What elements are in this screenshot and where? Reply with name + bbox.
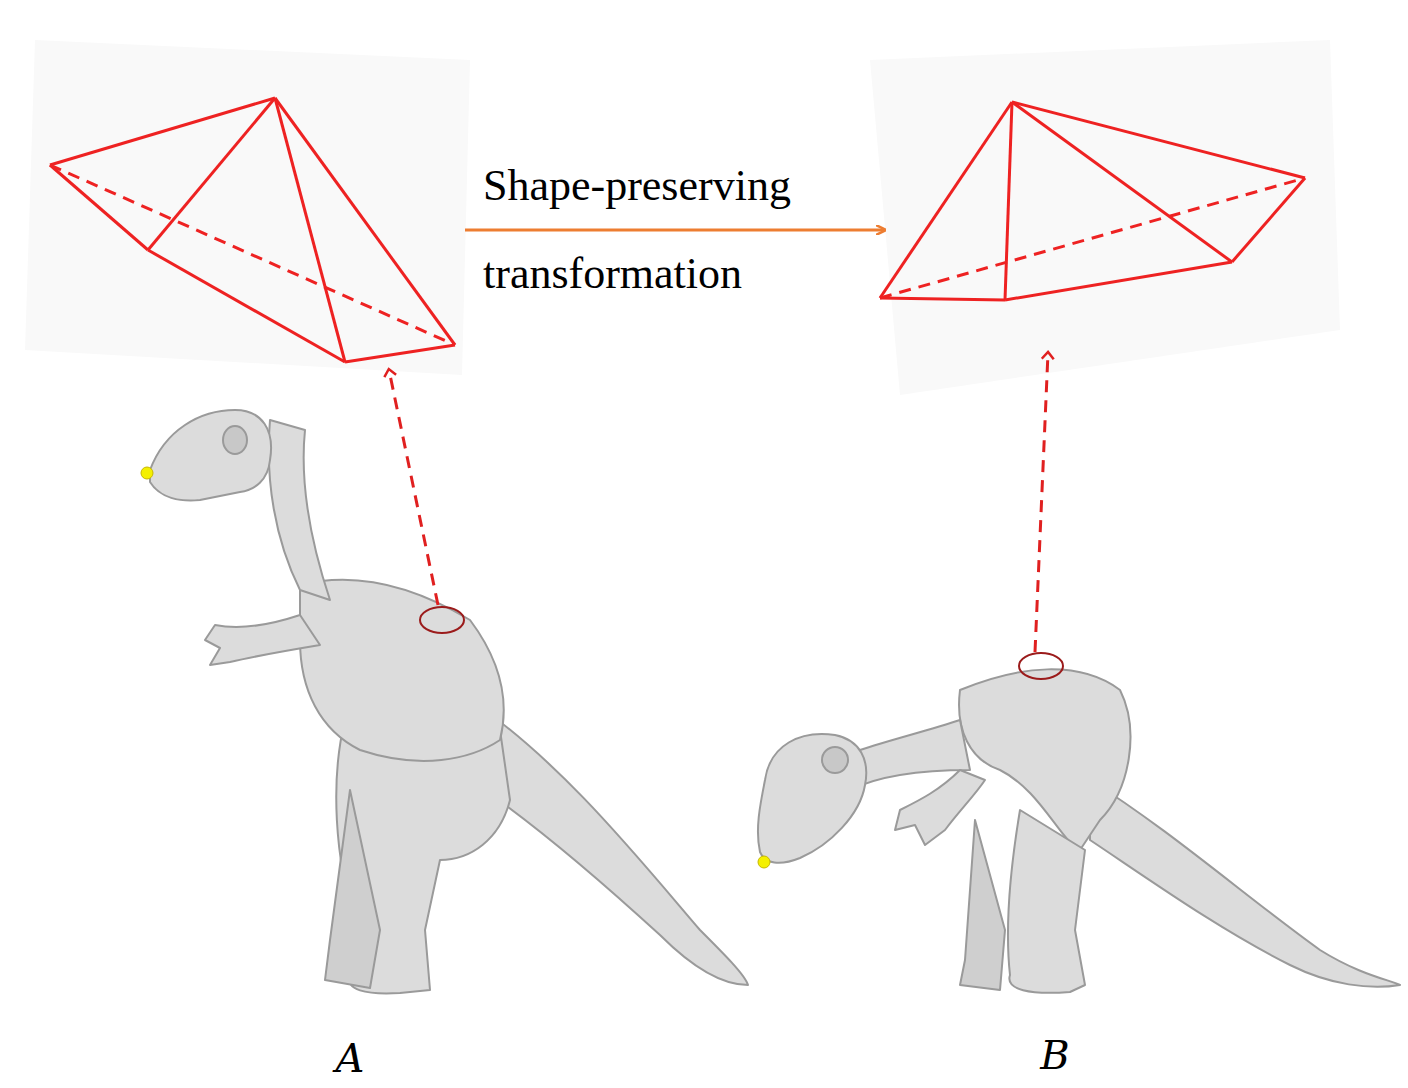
pyramid-ground — [25, 40, 470, 375]
region-circle — [1019, 653, 1063, 679]
pyramid-a — [50, 98, 455, 362]
dinosaur-a — [150, 410, 748, 993]
leader-arrow — [1035, 353, 1048, 652]
landmark-dot — [758, 856, 770, 868]
leader-arrow — [389, 370, 438, 605]
figure-label: A — [336, 1036, 365, 1080]
landmark-dot — [141, 467, 153, 479]
dinosaur-b — [758, 669, 1400, 992]
figure-label: B — [1040, 1033, 1069, 1077]
transform-arrow — [465, 229, 884, 232]
pyramid-b — [880, 102, 1305, 300]
region-circle — [420, 607, 464, 633]
pyramid-ground — [870, 40, 1340, 395]
arrow-label: Shape-preserving — [483, 162, 791, 210]
arrow-label: transformation — [483, 250, 742, 298]
